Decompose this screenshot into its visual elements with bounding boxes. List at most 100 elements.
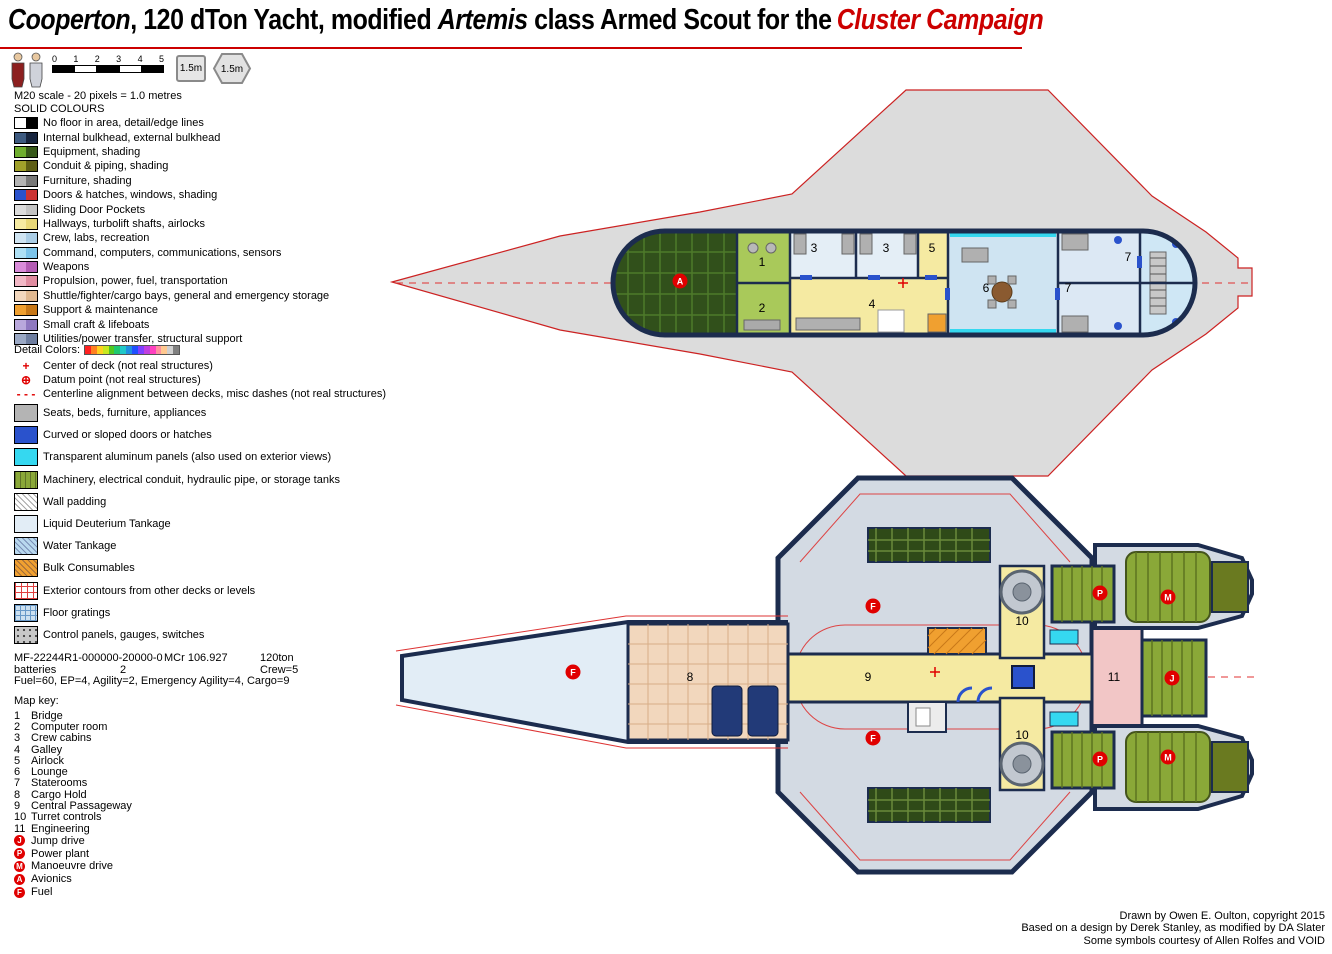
legend-item: Small craft & lifeboats	[14, 317, 329, 331]
legend-item: Conduit & piping, shading	[14, 159, 329, 173]
map-key-num: 9	[14, 800, 21, 813]
room-label-computer: 2	[759, 301, 766, 315]
legend-swatch	[14, 217, 38, 230]
pattern-swatch	[14, 426, 38, 445]
svg-text:P: P	[1097, 755, 1103, 765]
room-label-turret: 10	[1015, 728, 1029, 742]
map-key-label: Computer room	[31, 720, 108, 733]
wing-red-contour	[395, 615, 788, 749]
room-label-bridge: 1	[759, 255, 766, 269]
legend-swatch	[14, 189, 38, 202]
stat-batteries-label: batteries	[14, 663, 57, 676]
pattern-swatch	[14, 492, 38, 511]
credits: Drawn by Owen E. Oulton, copyright 2015 …	[1021, 910, 1325, 947]
title-mid1: , 120 dTon Yacht, modified	[130, 4, 438, 36]
room-label-cargo: 8	[687, 670, 694, 684]
power-plant-block-top	[1050, 564, 1116, 624]
symbol-key-label: Datum point (not real structures)	[43, 374, 201, 386]
legend-item: Weapons	[14, 260, 329, 274]
symbol-key-item: - - -Centerline alignment between decks,…	[14, 387, 386, 401]
scale-badge-hex: 1.5m	[212, 53, 252, 84]
legend-item: Crew, labs, recreation	[14, 231, 329, 245]
map-key-label: Airlock	[31, 754, 65, 767]
lower-deck-plan: 8 9 10 10 11 F F F P P M M J	[395, 475, 1258, 875]
credit-line: Drawn by Owen E. Oulton, copyright 2015	[1119, 910, 1325, 922]
legend-swatch	[14, 246, 38, 259]
avionics-marker-icon: A	[14, 873, 25, 885]
pattern-swatch	[14, 404, 38, 423]
room-label-galley: 4	[869, 297, 876, 311]
scale-ruler: 0 1 2 3 4 5	[52, 55, 164, 73]
cargo-pallet	[711, 685, 743, 737]
title-mid2: class Armed Scout for the	[527, 4, 832, 36]
pattern-label: Floor gratings	[43, 606, 111, 619]
map-key-label: Staterooms	[31, 777, 88, 790]
pattern-label: Bulk Consumables	[43, 562, 135, 575]
stat-tonnage: 120ton	[260, 652, 294, 664]
pattern-label: Wall padding	[43, 495, 107, 508]
legend-swatch	[14, 117, 38, 130]
svg-text:M: M	[1164, 593, 1172, 603]
centerline-dashes-icon: - - -	[16, 387, 36, 401]
legend-label: No floor in area, detail/edge lines	[43, 117, 204, 130]
title-underline	[0, 47, 1022, 49]
room-label-lounge: 6	[983, 281, 990, 295]
ruler-tick: 2	[94, 54, 100, 64]
pattern-swatch	[14, 625, 38, 644]
pattern-item: Water Tankage	[14, 535, 340, 557]
room-label-passageway: 9	[865, 670, 872, 684]
avionics-marker: A	[672, 273, 688, 289]
jump-drive-block	[1140, 638, 1208, 718]
map-key-label: Turret controls	[31, 811, 102, 824]
ruler-tick: 4	[137, 54, 143, 64]
svg-text:F: F	[870, 734, 876, 744]
legend-swatch	[14, 289, 38, 302]
stat-line3: Fuel=60, EP=4, Agility=2, Emergency Agil…	[14, 675, 290, 688]
pattern-swatch	[14, 515, 38, 534]
scale-note: M20 scale - 20 pixels = 1.0 metres	[14, 90, 182, 102]
detail-colors-row: Detail Colors:	[14, 344, 181, 356]
fuel-marker-icon: F	[14, 886, 25, 898]
legend-item: No floor in area, detail/edge lines	[14, 116, 329, 130]
utility-room	[907, 701, 947, 733]
legend-swatch	[14, 232, 38, 245]
page-title: Cooperton, 120 dTon Yacht, modified Arte…	[8, 4, 1044, 37]
jump-drive-marker-icon: J	[14, 835, 25, 847]
door-arc	[956, 686, 973, 703]
pattern-label: Water Tankage	[43, 540, 117, 553]
legend-swatch	[14, 318, 38, 331]
hull-contour-lines	[799, 493, 1071, 861]
pattern-swatch	[14, 559, 38, 578]
map-key-label: Cargo Hold	[31, 788, 87, 801]
legend-item: Equipment, shading	[14, 145, 329, 159]
upper-deck-interior	[613, 231, 1195, 335]
map-key-label: Central Passageway	[31, 800, 132, 813]
legend-swatch	[14, 174, 38, 187]
central-passageway	[786, 652, 1094, 704]
legend-item: Doors & hatches, windows, shading	[14, 188, 329, 202]
svg-text:P: P	[1097, 589, 1103, 599]
engine-pod-bottom	[1093, 724, 1254, 811]
detail-colors-strip	[84, 345, 181, 355]
manoeuvre-drive-marker: M	[1160, 749, 1176, 765]
map-key-num: 8	[14, 788, 21, 801]
legend-item: Command, computers, communications, sens…	[14, 246, 329, 260]
fuel-marker: F	[865, 730, 881, 746]
symbol-key-list: +Center of deck (not real structures) ⊕D…	[14, 359, 386, 401]
power-plant-marker: P	[1092, 585, 1108, 601]
upper-center-cross	[898, 278, 908, 288]
lift-hatch	[1011, 665, 1035, 689]
room-label-airlock: 5	[929, 241, 936, 255]
legend-label: Utilities/power transfer, structural sup…	[43, 333, 243, 346]
room-label-stateroom: 7	[1065, 281, 1072, 295]
legend-label: Support & maintenance	[43, 304, 158, 317]
pattern-swatch	[14, 537, 38, 556]
room-label-engineering: 11	[1108, 670, 1121, 684]
center-of-deck-icon: +	[22, 359, 30, 373]
